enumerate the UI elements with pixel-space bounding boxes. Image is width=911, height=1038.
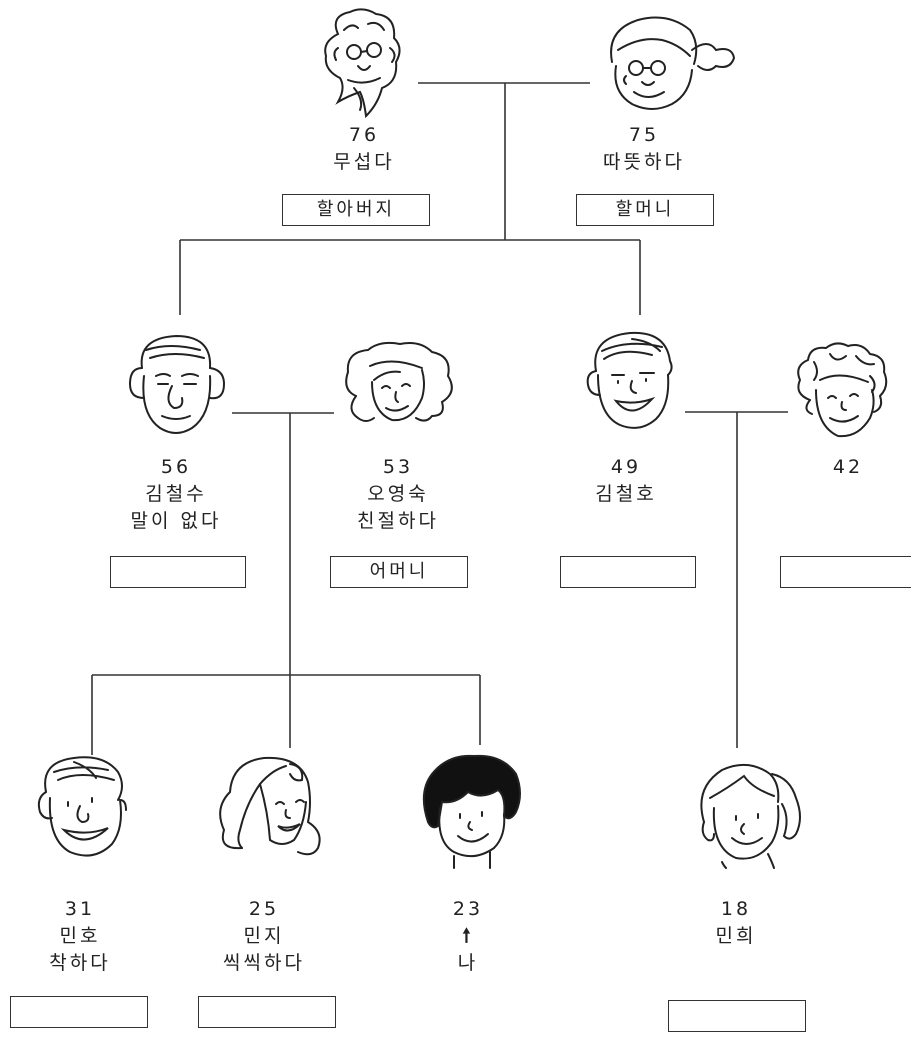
father-name: 김철수	[145, 483, 207, 505]
minji-age: 25	[248, 898, 280, 920]
mother-info: 53 오영숙 친절하다	[308, 454, 488, 535]
grandfather-info: 76 무섭다	[274, 122, 454, 176]
mother-trait: 친절하다	[357, 510, 439, 532]
mother-name: 오영숙	[367, 483, 429, 505]
grandfather-trait: 무섭다	[333, 151, 395, 173]
minhee-face-icon	[700, 763, 801, 869]
grandmother-trait: 따뜻하다	[603, 151, 685, 173]
me-info: 23 🠕 나	[378, 896, 558, 977]
uncle-face-icon	[586, 331, 673, 429]
minho-name: 민호	[59, 925, 101, 947]
uncle-name: 김철호	[595, 483, 657, 505]
me-arrow-icon: 🠕	[462, 925, 474, 947]
me-label: 나	[457, 952, 479, 974]
minji-relation-box[interactable]	[198, 996, 336, 1028]
grandmother-face-icon	[610, 16, 736, 110]
mother-relation-box[interactable]: 어머니	[330, 556, 468, 588]
minho-info: 31 민호 착하다	[0, 896, 170, 977]
minji-face-icon	[219, 756, 321, 856]
minho-relation-box[interactable]	[10, 996, 148, 1028]
me-face-icon	[422, 754, 521, 869]
grandfather-age: 76	[348, 124, 380, 146]
mother-age: 53	[382, 456, 414, 478]
aunt-face-icon	[797, 342, 888, 438]
aunt-info: 42	[758, 454, 911, 481]
minho-trait: 착하다	[49, 952, 111, 974]
minhee-name: 민희	[715, 925, 757, 947]
grandfather-face-icon	[324, 8, 401, 119]
minhee-relation-box[interactable]	[668, 1000, 806, 1032]
uncle-relation-box[interactable]	[560, 556, 696, 588]
minji-trait: 씩씩하다	[223, 952, 305, 974]
grandmother-info: 75 따뜻하다	[554, 122, 734, 176]
mother-face-icon	[345, 341, 453, 422]
aunt-relation-box[interactable]	[780, 556, 911, 588]
grandmother-relation-box[interactable]: 할머니	[576, 194, 714, 226]
father-trait: 말이 없다	[130, 510, 222, 532]
father-relation-box[interactable]	[110, 556, 246, 588]
minhee-age: 18	[720, 898, 752, 920]
me-age: 23	[452, 898, 484, 920]
grandmother-age: 75	[628, 124, 660, 146]
father-info: 56 김철수 말이 없다	[86, 454, 266, 535]
minho-age: 31	[64, 898, 96, 920]
minho-face-icon	[37, 756, 127, 857]
aunt-age: 42	[832, 456, 864, 478]
minji-name: 민지	[243, 925, 285, 947]
uncle-info: 49 김철호	[536, 454, 716, 508]
grandfather-relation-box[interactable]: 할아버지	[282, 194, 430, 226]
minhee-info: 18 민희	[646, 896, 826, 950]
uncle-age: 49	[610, 456, 642, 478]
father-age: 56	[160, 456, 192, 478]
minji-info: 25 민지 씩씩하다	[174, 896, 354, 977]
father-face-icon	[128, 334, 226, 434]
